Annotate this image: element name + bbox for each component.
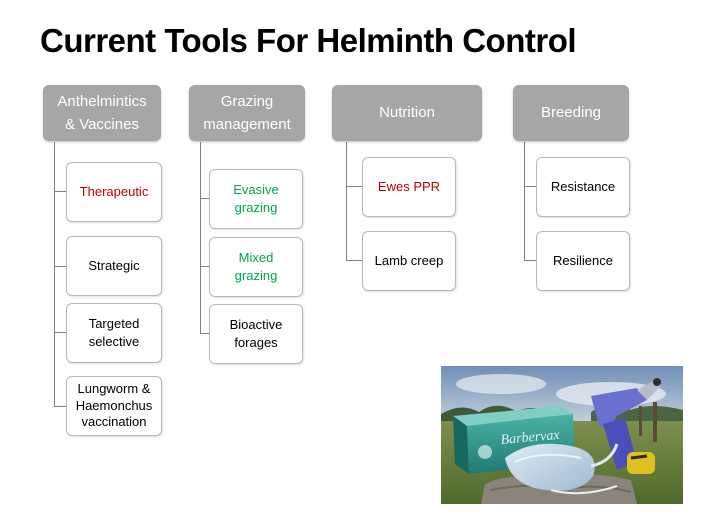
item-label: Lungworm & Haemonchus vaccination	[75, 380, 153, 430]
item-resilience: Resilience	[536, 231, 630, 291]
header-breeding: Breeding	[513, 85, 629, 141]
header-anthelmintics-vaccines: Anthelmintics & Vaccines	[43, 85, 161, 141]
item-lamb-creep: Lamb creep	[362, 231, 456, 291]
connector-line	[200, 142, 201, 333]
item-strategic: Strategic	[66, 236, 162, 296]
connector-line	[524, 186, 536, 187]
item-label: Evasive grazing	[233, 182, 279, 215]
item-resistance: Resistance	[536, 157, 630, 217]
item-evasive-grazing: Evasive grazing	[209, 169, 303, 229]
page-title: Current Tools For Helminth Control	[40, 22, 577, 59]
connector-line	[54, 406, 66, 407]
connector-line	[54, 142, 55, 406]
connector-line	[346, 260, 362, 261]
item-label: Targeted selective	[88, 316, 140, 349]
connector-line	[524, 260, 536, 261]
vaccine-product-photo: Barbervax	[441, 366, 683, 504]
item-bioactive-forages: Bioactive forages	[209, 304, 303, 364]
item-therapeutic: Therapeutic	[66, 162, 162, 222]
item-label: Resistance	[550, 179, 616, 195]
connector-line	[524, 142, 525, 260]
item-label: Ewes PPR	[377, 179, 441, 195]
item-ewes-ppr: Ewes PPR	[362, 157, 456, 217]
connector-line	[200, 333, 209, 334]
item-mixed-grazing: Mixed grazing	[209, 237, 303, 297]
item-label: Lamb creep	[374, 253, 444, 269]
item-label: Strategic	[88, 258, 140, 274]
connector-line	[346, 142, 347, 260]
header-grazing-management: Grazing management	[189, 85, 305, 141]
header-nutrition: Nutrition	[332, 85, 482, 141]
connector-line	[54, 266, 66, 267]
item-lungworm-haemonchus-vaccination: Lungworm & Haemonchus vaccination	[66, 376, 162, 436]
connector-line	[200, 266, 209, 267]
box-brand-label: Barbervax	[500, 428, 561, 448]
item-targeted-selective: Targeted selective	[66, 303, 162, 363]
item-label: Resilience	[553, 253, 613, 269]
connector-line	[54, 191, 66, 192]
connector-line	[346, 186, 362, 187]
item-label: Mixed grazing	[234, 250, 278, 283]
item-label: Therapeutic	[79, 184, 149, 200]
connector-line	[200, 198, 209, 199]
item-label: Bioactive forages	[229, 317, 283, 350]
connector-line	[54, 332, 66, 333]
